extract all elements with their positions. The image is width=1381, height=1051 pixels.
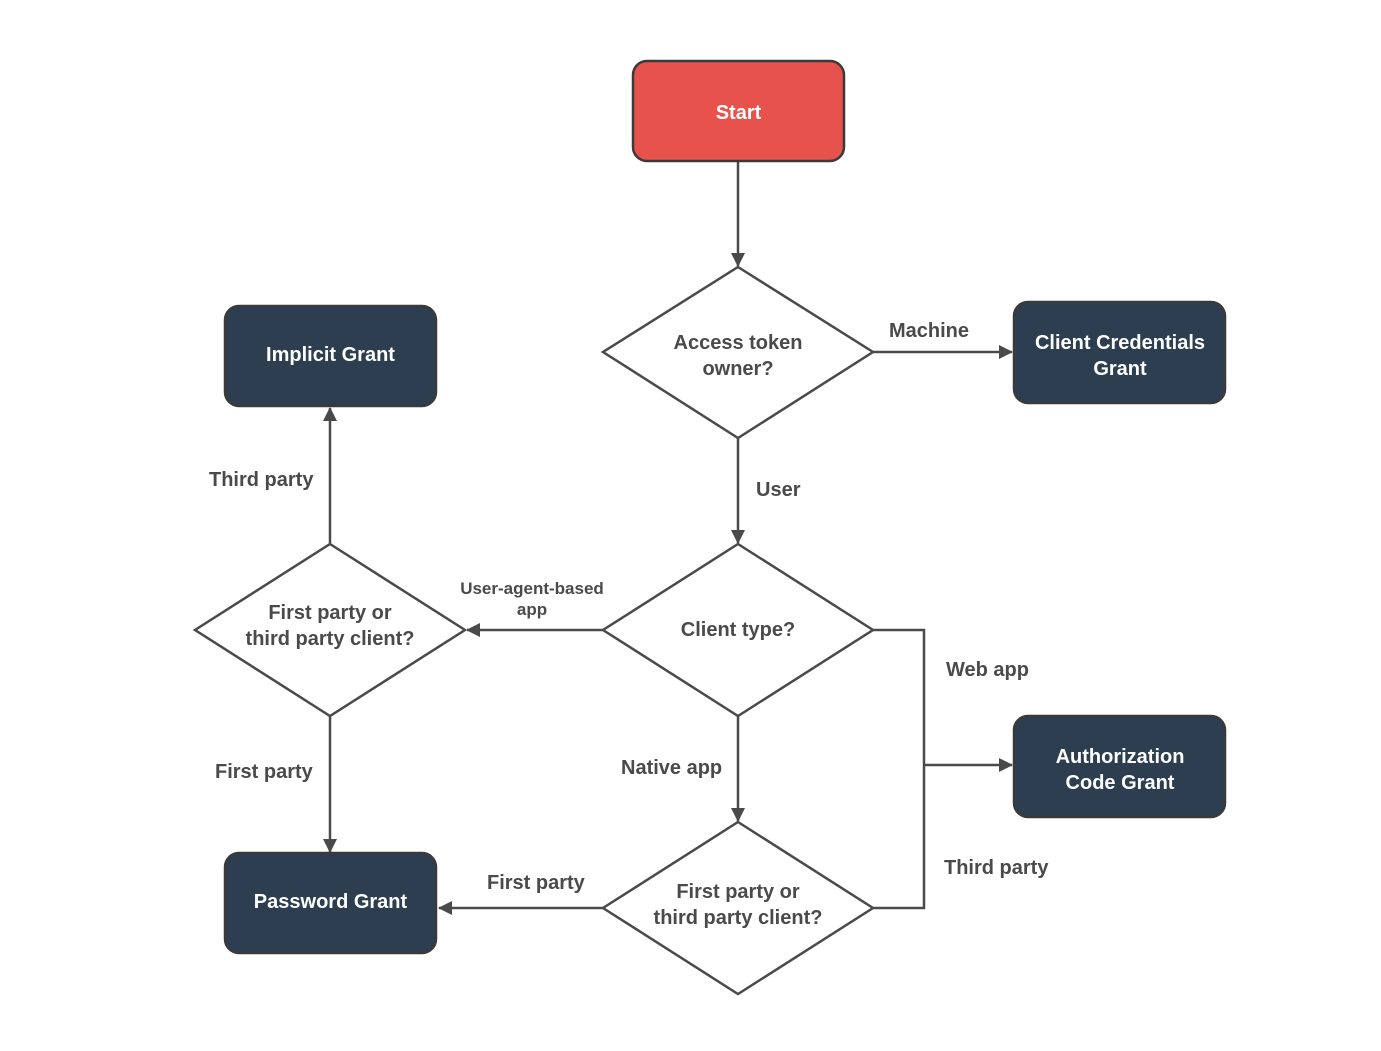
access-token-owner-line-2: owner? <box>702 358 773 380</box>
left-party-line-2: third party client? <box>246 628 415 650</box>
left-party-decision: First party or third party client? <box>192 542 468 718</box>
edges <box>323 161 1013 915</box>
edge-bottom-decision-third-party <box>873 765 926 910</box>
bottom-party-line-2: third party client? <box>654 907 823 929</box>
edge-label-native-app: Native app <box>621 757 722 779</box>
edge-client-type-web-app <box>873 628 926 765</box>
client-credentials-grant-node: Client Credentials Grant <box>1012 300 1227 405</box>
start-node: Start <box>631 59 846 163</box>
access-token-owner-line-1: Access token <box>674 332 803 354</box>
edge-label-third-party-left: Third party <box>209 469 314 491</box>
edge-label-machine: Machine <box>889 320 969 342</box>
start-label: Start <box>716 102 762 124</box>
authorization-code-line-1: Authorization <box>1056 746 1185 768</box>
client-credentials-line-1: Client Credentials <box>1035 332 1205 354</box>
edge-labels: Machine User Third party User-agent-base… <box>209 320 1049 894</box>
authorization-code-line-2: Code Grant <box>1066 772 1175 794</box>
implicit-grant-node: Implicit Grant <box>223 304 438 408</box>
edge-label-first-party-left: First party <box>215 761 314 783</box>
edge-label-user: User <box>756 479 801 501</box>
password-grant-node: Password Grant <box>223 851 438 955</box>
left-party-line-1: First party or <box>268 602 392 624</box>
implicit-grant-label: Implicit Grant <box>266 344 395 366</box>
access-token-owner-decision: Access token owner? <box>600 265 876 440</box>
client-type-decision: Client type? <box>600 542 876 718</box>
client-type-label: Client type? <box>681 619 795 641</box>
bottom-party-line-1: First party or <box>676 881 800 903</box>
password-grant-label: Password Grant <box>254 891 408 913</box>
edge-label-web-app: Web app <box>946 659 1029 681</box>
edge-label-third-party-right: Third party <box>944 857 1049 879</box>
edge-label-user-agent-line-1: User-agent-based <box>460 579 604 598</box>
client-credentials-line-2: Grant <box>1093 358 1147 380</box>
authorization-code-grant-node: Authorization Code Grant <box>1012 714 1227 819</box>
edge-label-user-agent-line-2: app <box>517 600 547 619</box>
bottom-party-decision: First party or third party client? <box>600 820 876 996</box>
edge-label-first-party-bottom: First party <box>487 872 586 894</box>
